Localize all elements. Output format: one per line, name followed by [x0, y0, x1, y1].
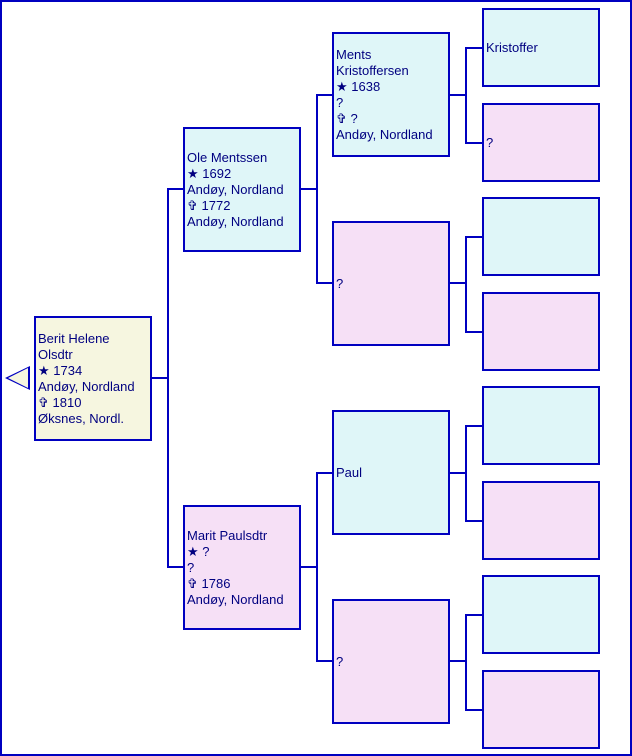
- birth-place: ?: [336, 94, 344, 110]
- connector: [448, 282, 465, 284]
- connector: [316, 472, 332, 474]
- death-place: Andøy, Nordland: [187, 591, 284, 607]
- birth-place: Andøy, Nordland: [38, 378, 135, 394]
- birth-year: ★ ?: [187, 543, 210, 559]
- name: Kristoffersen: [336, 62, 409, 78]
- name: Marit Paulsdtr: [187, 527, 268, 543]
- connector: [316, 660, 332, 662]
- name: Paul: [336, 464, 363, 480]
- connector: [465, 236, 482, 238]
- connector: [448, 472, 465, 474]
- death-place: Øksnes, Nordl.: [38, 410, 124, 426]
- connector: [465, 709, 482, 711]
- connector: [465, 425, 467, 522]
- birth-place: Andøy, Nordland: [187, 181, 284, 197]
- connector: [316, 282, 332, 284]
- person-box-gen3-6[interactable]: [482, 481, 600, 560]
- name: ?: [336, 275, 344, 291]
- connector: [167, 188, 183, 190]
- name: Ole Mentssen: [187, 149, 268, 165]
- person-box-father[interactable]: Ole Mentssen ★ 1692 Andøy, Nordland ✞ 17…: [183, 127, 301, 252]
- connector: [465, 47, 482, 49]
- connector: [465, 425, 482, 427]
- connector: [465, 614, 482, 616]
- connector: [465, 614, 467, 711]
- connector: [465, 331, 482, 333]
- birth-year: ★ 1734: [38, 362, 83, 378]
- name: Berit Helene: [38, 330, 110, 346]
- connector: [465, 520, 482, 522]
- death-place: Andøy, Nordland: [336, 126, 433, 142]
- name: ?: [336, 653, 344, 669]
- connector: [465, 236, 467, 333]
- person-box-gen3-7[interactable]: [482, 575, 600, 654]
- birth-year: ★ 1638: [336, 78, 381, 94]
- person-box-gen3-2[interactable]: ?: [482, 103, 600, 182]
- person-box-gen3-1[interactable]: Kristoffer: [482, 8, 600, 87]
- person-box-mother[interactable]: Marit Paulsdtr ★ ? ? ✞ 1786 Andøy, Nordl…: [183, 505, 301, 630]
- name: Kristoffer: [486, 39, 538, 55]
- person-box-paternal-grandfather[interactable]: Ments Kristoffersen ★ 1638 ? ✞ ? Andøy, …: [332, 32, 450, 157]
- name: Ments: [336, 46, 372, 62]
- name: Olsdtr: [38, 346, 73, 362]
- connector: [465, 142, 482, 144]
- connector: [448, 94, 465, 96]
- person-box-paternal-grandmother[interactable]: ?: [332, 221, 450, 346]
- birth-year: ★ 1692: [187, 165, 232, 181]
- person-box-maternal-grandmother[interactable]: ?: [332, 599, 450, 724]
- name: ?: [486, 134, 494, 150]
- connector: [316, 94, 318, 284]
- person-box-maternal-grandfather[interactable]: Paul: [332, 410, 450, 535]
- person-box-gen3-5[interactable]: [482, 386, 600, 465]
- connector: [167, 188, 169, 567]
- death-place: Andøy, Nordland: [187, 213, 284, 229]
- connector: [151, 377, 167, 379]
- connector: [316, 472, 318, 662]
- person-box-gen3-8[interactable]: [482, 670, 600, 749]
- connector: [465, 47, 467, 144]
- connector: [448, 660, 465, 662]
- person-box-gen3-4[interactable]: [482, 292, 600, 371]
- death-year: ✞ ?: [336, 110, 358, 126]
- back-arrow-icon[interactable]: [5, 366, 30, 390]
- death-year: ✞ 1810: [38, 394, 82, 410]
- connector: [300, 188, 316, 190]
- person-box-subject[interactable]: Berit Helene Olsdtr ★ 1734 Andøy, Nordla…: [34, 316, 152, 441]
- connector: [316, 94, 332, 96]
- person-box-gen3-3[interactable]: [482, 197, 600, 276]
- connector: [167, 566, 183, 568]
- connector: [300, 566, 316, 568]
- death-year: ✞ 1772: [187, 197, 231, 213]
- birth-place: ?: [187, 559, 195, 575]
- death-year: ✞ 1786: [187, 575, 231, 591]
